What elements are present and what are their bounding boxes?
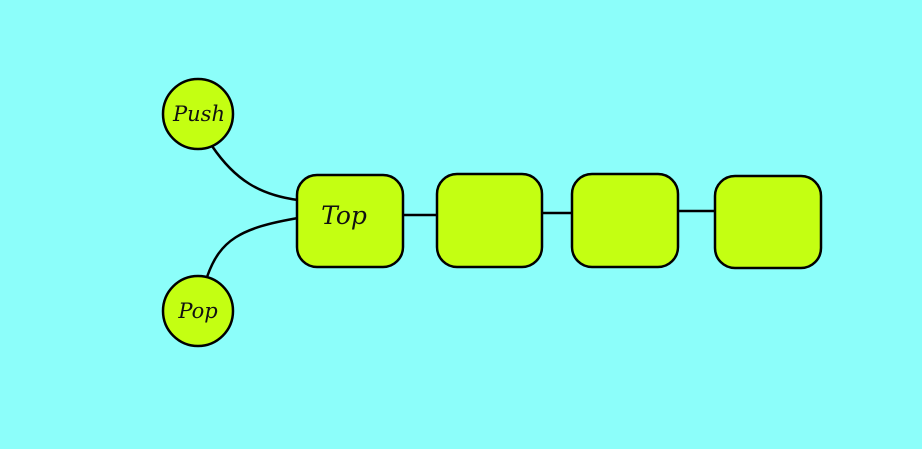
push-label: Push <box>172 102 225 126</box>
pop-label: Pop <box>177 299 217 323</box>
stack-node-top: Top <box>295 173 405 269</box>
edge-pop-to-top <box>205 216 299 278</box>
stack-node-4 <box>713 174 823 270</box>
pop-node: Pop <box>161 274 235 348</box>
top-label: Top <box>321 201 367 230</box>
push-node: Push <box>161 77 235 151</box>
edge-push-to-top <box>210 145 299 202</box>
stack-node-3 <box>570 172 680 269</box>
stack-node-2 <box>435 172 544 269</box>
